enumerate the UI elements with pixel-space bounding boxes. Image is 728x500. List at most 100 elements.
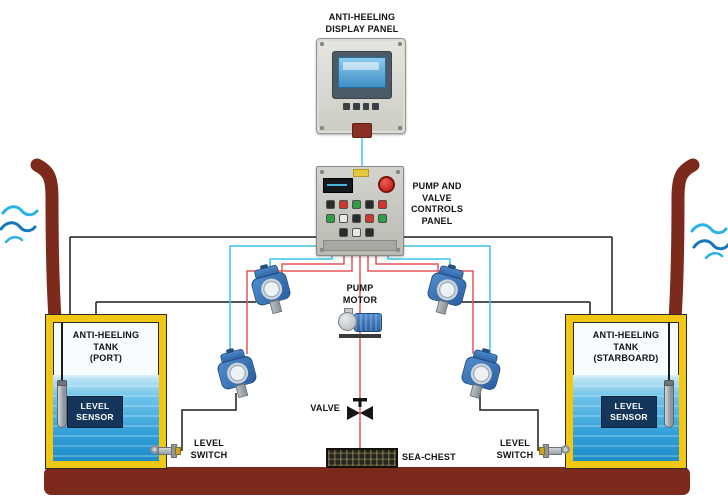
label-line: ANTI-HEELING [72,330,140,340]
valve-icon [347,398,373,420]
panel-button [352,228,361,237]
valve-actuator [353,398,367,402]
transmitter-body-group [457,346,504,400]
level-sensor-port-label: LEVEL SENSOR [67,396,123,428]
key-button [352,103,360,110]
pump-head [338,312,357,331]
screw-icon [398,42,402,46]
screw-icon [396,248,400,252]
controls-panel-label: PUMP AND VALVE CONTROLS PANEL [404,181,470,227]
sea-chest-grate-icon [326,448,398,468]
transmitter-body-group [423,262,470,316]
valve-body-left [347,406,360,420]
anti-heeling-display-panel [316,38,406,138]
wire-cyan-t3 [229,245,316,354]
label-line: PUMP AND [412,181,462,191]
label-line: SENSOR [610,412,648,422]
label-line: SENSOR [76,412,114,422]
key-button [343,103,350,110]
panel-button [326,200,335,209]
label-line: CONTROLS [410,204,464,215]
level-sensor-probe [57,380,67,428]
transmitter-body-group [247,262,294,316]
level-sensor-starboard-label: LEVEL SENSOR [601,396,657,428]
panel-button [365,228,374,237]
tank-starboard-label: ANTI-HEELING TANK (STARBOARD) [573,330,679,365]
panel-button [352,214,361,223]
wire-red-t1 [281,254,345,278]
pump-valve-controls-panel [316,166,404,256]
pump-base [339,334,381,338]
panel-button [378,214,387,223]
sea-chest-label: SEA-CHEST [402,452,456,462]
panel-button [339,214,348,223]
panel-button [352,200,361,209]
level-sensor-probe [664,380,674,428]
level-switch-port-label: LEVEL SWITCH [186,438,232,461]
level-switch-port-icon [150,441,181,459]
transmitter-body-group [213,346,260,400]
wave-line [1,205,39,217]
label-line: PANEL [421,215,453,226]
tank-port-label: ANTI-HEELING TANK (PORT) [53,330,159,365]
pressure-transmitter-port-lower [215,347,258,399]
label-line: LEVEL [614,401,644,412]
button-row [339,228,374,237]
nameplate [353,169,369,177]
panel-button [365,214,374,223]
wire-red-t3 [246,254,353,354]
pressure-transmitter-starboard-upper [425,263,468,315]
switch-tip [539,447,545,455]
wave-line [704,252,724,260]
panel-button [326,214,335,223]
label-line: SWITCH [496,449,534,460]
label-line: DISPLAY PANEL [325,23,399,34]
anti-heeling-tank-port: ANTI-HEELING TANK (PORT) LEVEL SENSOR [46,315,166,468]
hull-bottom [44,467,690,495]
label-line: LEVEL [80,401,110,412]
valve-stem [358,401,362,407]
lcd-screen [338,57,386,88]
pump-motor-body [354,313,382,332]
label-line: PUMP [346,283,374,293]
cable-gland [352,123,372,138]
control-wires-red [246,254,474,449]
panel-readout [323,178,353,193]
button-row [326,200,387,209]
label-line: (PORT) [89,353,123,364]
panel-button [365,200,374,209]
display-bezel [332,51,392,99]
label-line: TANK [613,341,639,352]
wire-cyan-t4 [402,245,491,354]
switch-body [547,447,562,455]
sensor-cable [668,322,670,386]
pressure-transmitter-starboard-lower [459,347,502,399]
panel-button [339,200,348,209]
wave-line [690,223,728,235]
sensor-wires-black [69,236,613,451]
pump-motor-icon [336,308,384,338]
pressure-transmitter-port-upper [249,263,292,315]
wire-red-t4 [367,254,474,354]
waves-port-icon [0,205,39,244]
panel-button [378,200,387,209]
emergency-stop-button [378,176,395,193]
pump-motor-label: PUMP MOTOR [336,283,384,306]
key-button [362,103,370,110]
label-line: TANK [93,341,119,352]
screw-icon [320,42,324,46]
waves-starboard-icon [690,223,728,260]
valve-label: VALVE [310,403,340,413]
label-line: SWITCH [190,449,228,460]
wave-line [4,236,24,244]
label-line: (STARBOARD) [593,353,659,364]
transmitter-stem [435,299,449,315]
sensor-cable [61,322,63,386]
level-switch-starboard-label: LEVEL SWITCH [492,438,538,461]
button-row [326,214,387,223]
handwheel-icon [561,445,570,454]
key-button [372,103,379,110]
screw-icon [320,170,324,174]
display-panel-label: ANTI-HEELING DISPLAY PANEL [310,12,414,35]
